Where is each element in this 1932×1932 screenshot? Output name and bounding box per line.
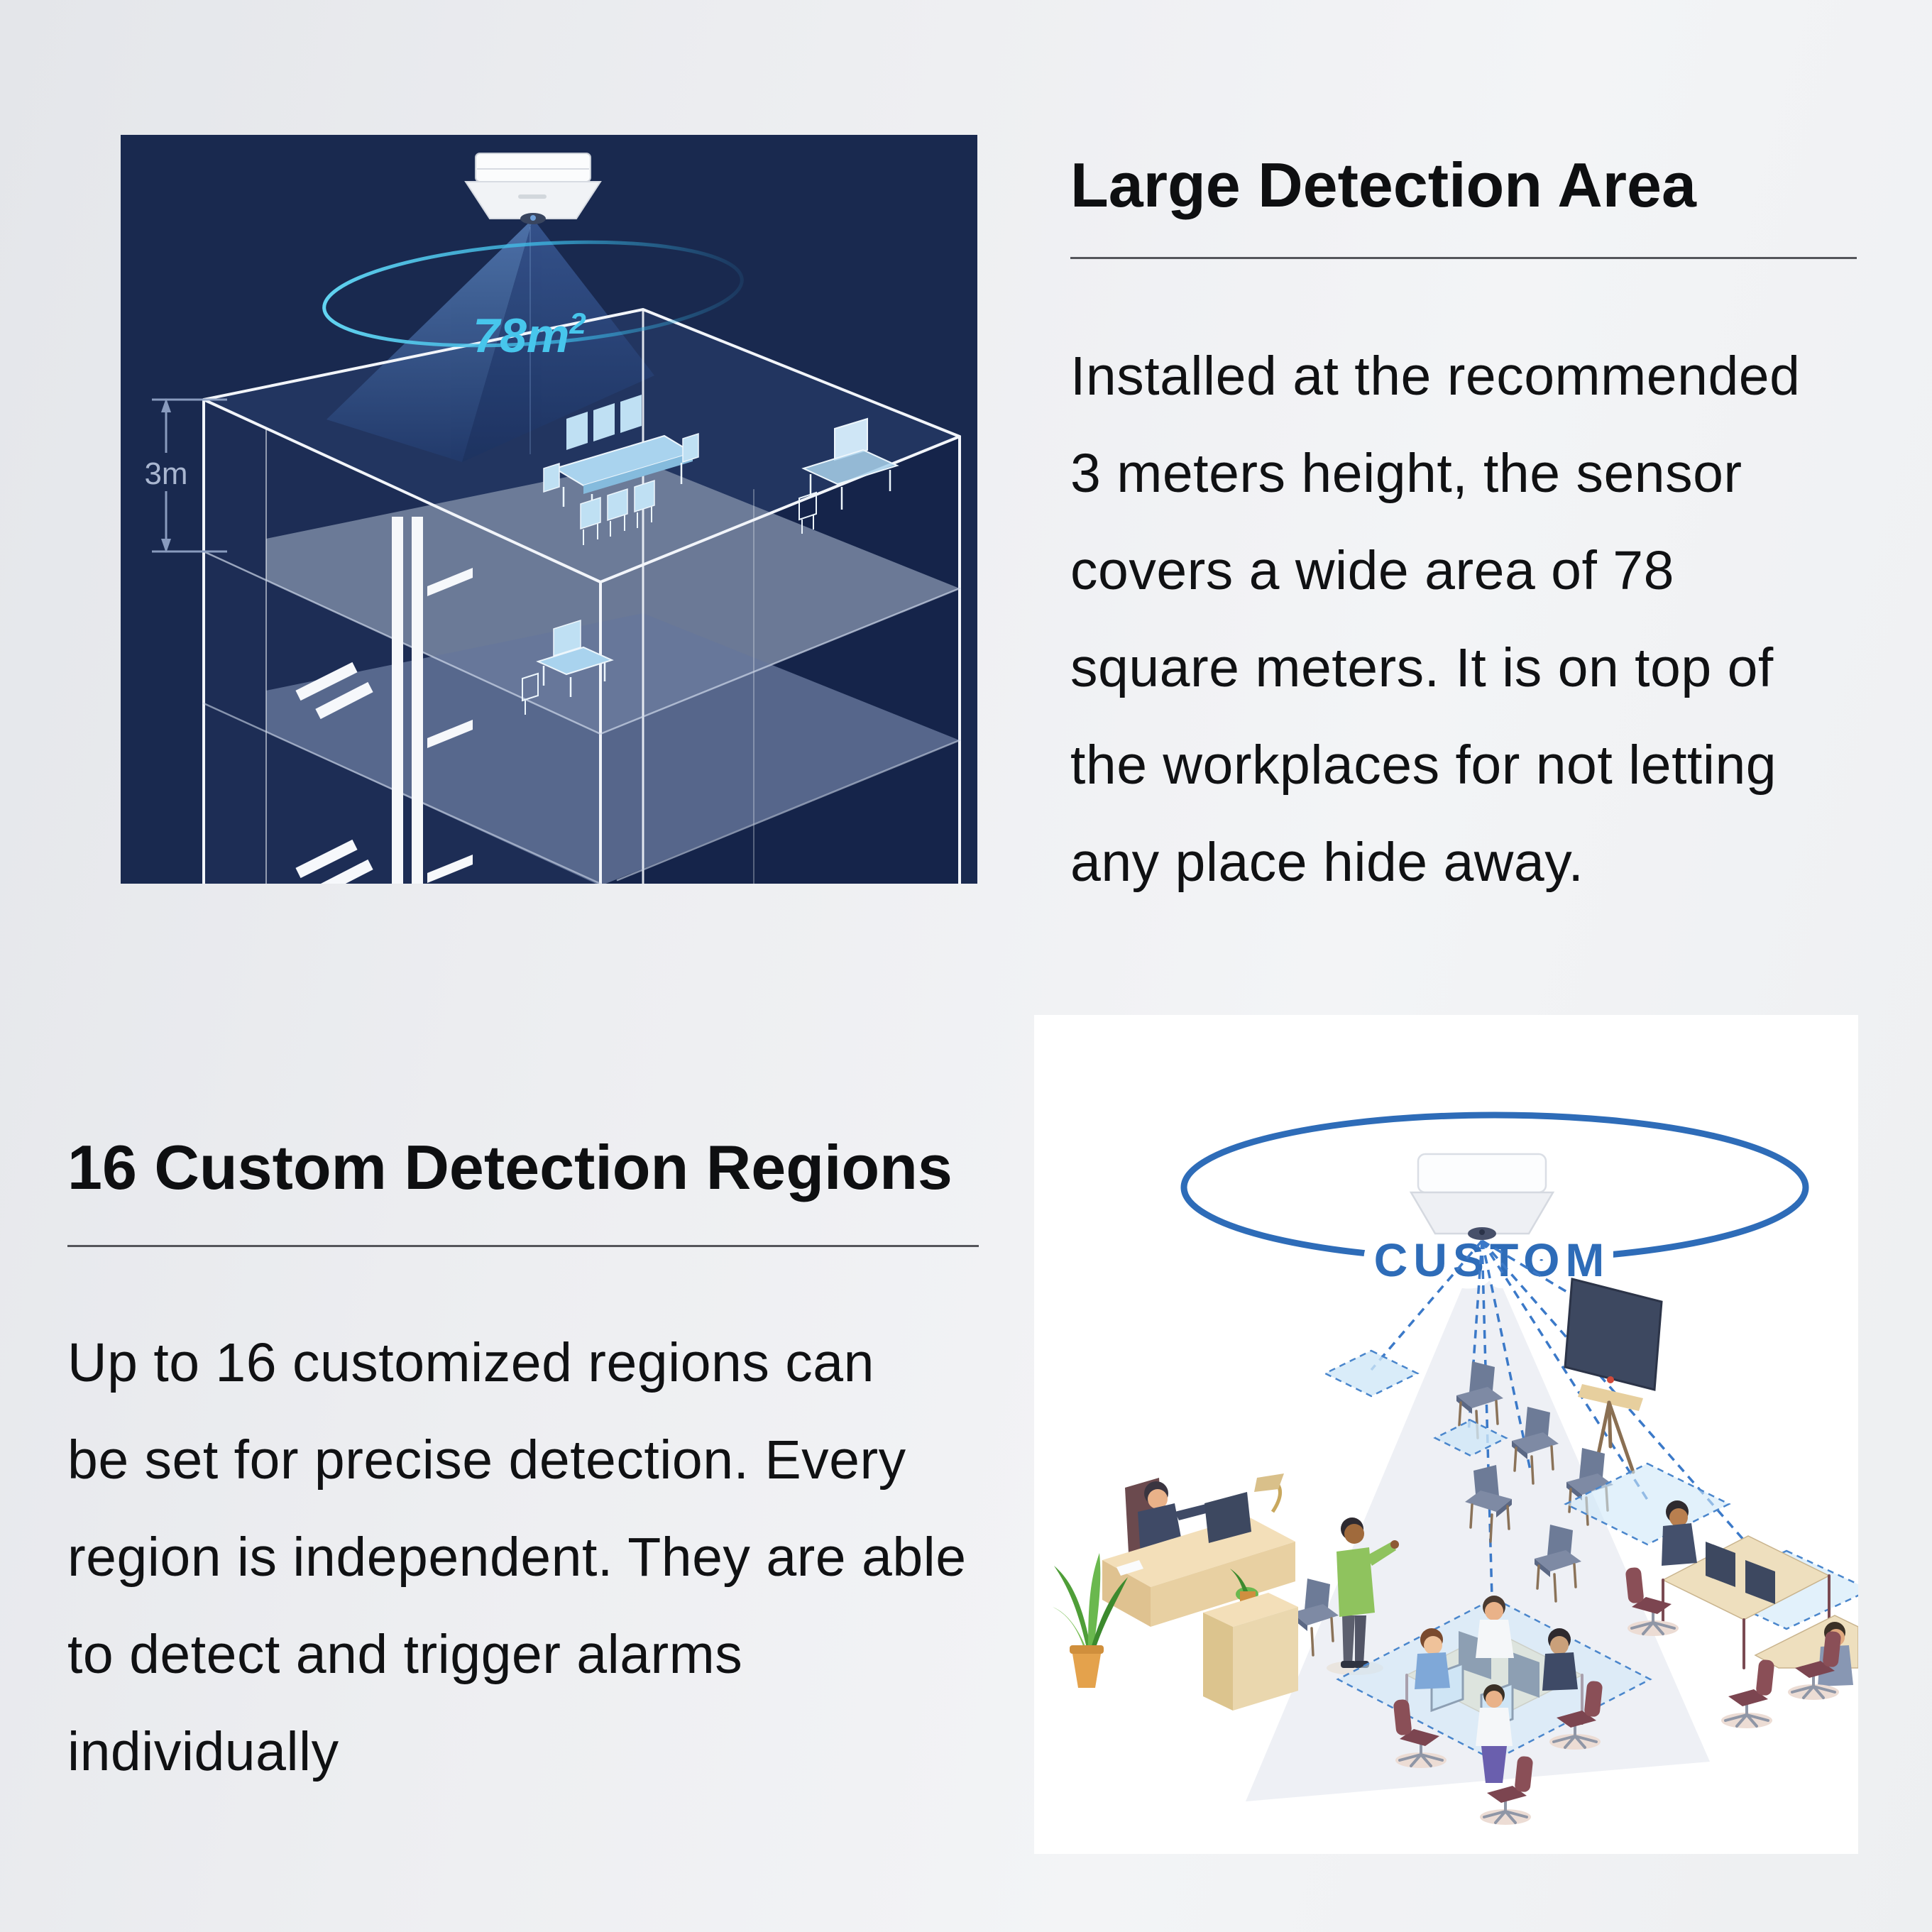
large-detection-area-paragraph: Installed at the recommended 3 meters he… (1070, 328, 1932, 911)
sensor-device-icon (1409, 1153, 1555, 1240)
executive-desk-area (1102, 1473, 1295, 1627)
paragraph-line: to detect and trigger alarms (67, 1624, 743, 1685)
plant-icon (1053, 1553, 1128, 1688)
area-superscript: 2 (569, 307, 586, 340)
paragraph-line: any place hide away. (1070, 832, 1584, 893)
conference-table (543, 395, 699, 545)
paragraph-line: covers a wide area of 78 (1070, 540, 1674, 601)
tv-screen (1564, 1278, 1663, 1480)
coverage-illustration-panel: 3m 78m2 (121, 135, 977, 884)
side-desk (798, 417, 899, 534)
paragraph-line: Installed at the recommended (1070, 346, 1801, 407)
cabinet (1203, 1569, 1298, 1711)
custom-regions-illustration-panel: CUSTOM (1034, 1015, 1858, 1854)
coverage-ellipse (322, 240, 744, 348)
sensor-device-icon (464, 153, 602, 224)
height-label: 3m (144, 456, 187, 491)
custom-label: CUSTOM (1374, 1234, 1610, 1286)
floor-slabs (266, 461, 960, 884)
divider-line (67, 1245, 979, 1247)
paragraph-line: Up to 16 customized regions can (67, 1332, 874, 1393)
divider-line (1070, 257, 1857, 259)
elevator-shaft (295, 517, 473, 884)
coverage-illustration: 3m 78m2 (121, 135, 977, 884)
area-value: 78m (473, 309, 569, 363)
custom-regions-illustration: CUSTOM (1034, 1015, 1858, 1854)
paragraph-line: square meters. It is on top of (1070, 637, 1774, 698)
paragraph-line: be set for precise detection. Every (67, 1429, 906, 1491)
section-title-large-detection-area: Large Detection Area (1070, 150, 1696, 220)
paragraph-line: the workplaces for not letting (1070, 735, 1777, 796)
seated-people (1415, 1596, 1578, 1783)
height-dimension (152, 398, 227, 553)
section-title-custom-detection-regions: 16 Custom Detection Regions (67, 1132, 953, 1202)
lower-floor-desk (522, 619, 614, 715)
custom-regions-paragraph: Up to 16 customized regions can be set f… (67, 1314, 1075, 1801)
paragraph-line: region is independent. They are able (67, 1527, 967, 1588)
paragraph-line: 3 meters height, the sensor (1070, 443, 1742, 504)
area-label: 78m2 (473, 307, 586, 363)
paragraph-line: individually (67, 1721, 339, 1782)
right-workstations (1623, 1500, 1858, 1730)
